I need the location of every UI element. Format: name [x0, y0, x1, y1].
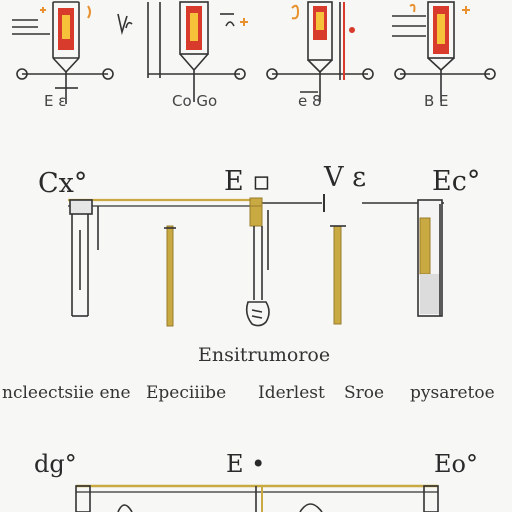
top-sparkle-1 [40, 5, 91, 19]
middle-left-post [69, 199, 99, 317]
top-device-2 [147, 1, 246, 102]
middle-heading-2: E ▫ [224, 166, 271, 197]
top-device-4 [392, 1, 496, 102]
middle-probe [245, 205, 270, 327]
middle-gold-rod-2 [330, 225, 346, 325]
caption: Ensitrumoroe [198, 344, 331, 366]
top-label-2: Co Go [172, 92, 218, 110]
middle-gold-rod-1 [164, 225, 176, 327]
subtitle-part-1: ncleectsiie ene [2, 383, 131, 403]
middle-heading-3: V ε [324, 162, 367, 193]
top-device-3 [266, 1, 374, 102]
subtitle-part-3: Iderlest [258, 383, 325, 403]
bottom-heading-1: dg° [34, 450, 77, 478]
top-probe-red [291, 2, 355, 80]
top-device-1-ticks [117, 13, 133, 36]
top-sparkle-4 [409, 3, 470, 14]
top-label-4: B E [424, 92, 449, 110]
subtitle-part-4: Sroe [344, 383, 385, 403]
middle-heading-1: Cx° [38, 168, 88, 199]
middle-frame [68, 194, 444, 212]
top-label-3: e 8 [298, 92, 322, 110]
middle-right-column [417, 199, 443, 317]
subtitle-part-2: Epeciiibe [146, 383, 227, 403]
top-label-1: E ε [44, 92, 67, 110]
subtitle-part-5: pysaretoe [410, 383, 495, 403]
bottom-frame [75, 484, 439, 512]
top-sparkle-2 [240, 18, 248, 26]
middle-heading-4: Ec° [432, 166, 481, 197]
top-device-1 [12, 1, 114, 104]
bottom-heading-3: Eo° [434, 450, 478, 478]
bottom-heading-2: E • [226, 450, 266, 478]
